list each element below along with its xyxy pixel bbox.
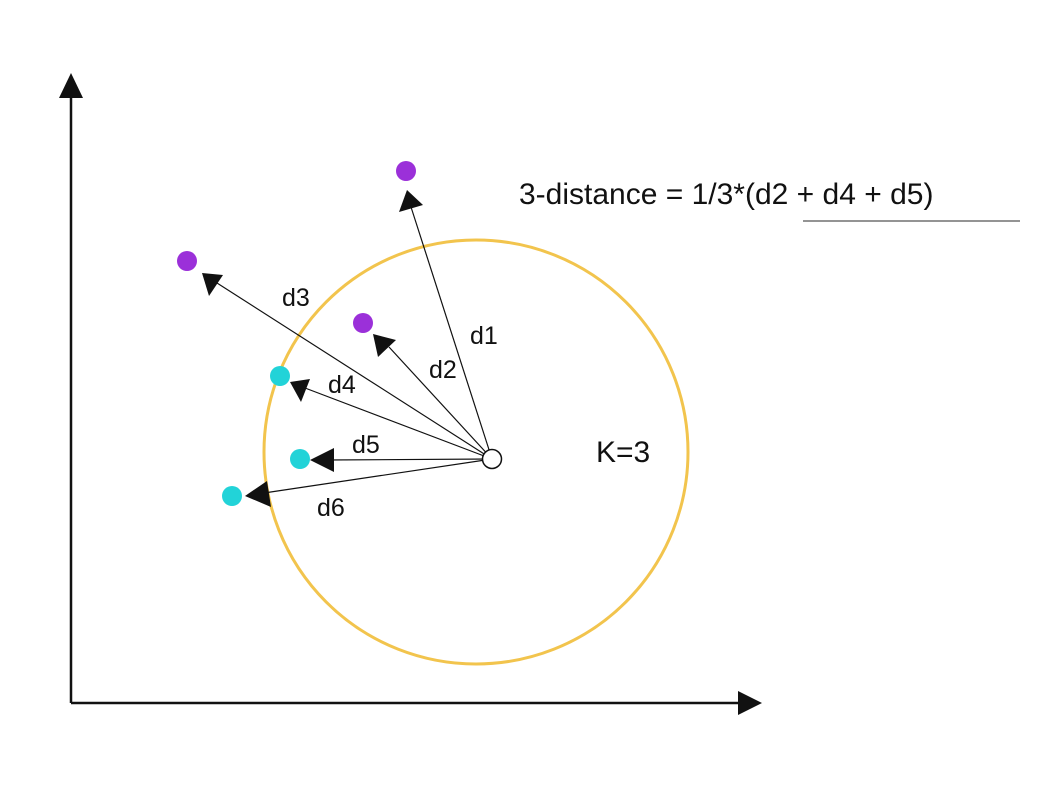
line-d5 — [325, 458, 493, 461]
label-d1: d1 — [470, 322, 498, 350]
arrowhead-d2 — [373, 334, 396, 357]
label-d3: d3 — [282, 284, 310, 312]
line-d2 — [388, 346, 493, 460]
point-purple-d1 — [396, 161, 416, 181]
data-points — [177, 161, 416, 506]
line-d1 — [410, 206, 493, 460]
k-label: K=3 — [596, 436, 650, 469]
x-axis-arrowhead — [738, 691, 762, 715]
point-cyan-d6 — [222, 486, 242, 506]
point-purple-d2 — [353, 313, 373, 333]
distance-labels: d1 d2 d3 d4 d5 d6 — [282, 284, 498, 522]
label-d2: d2 — [429, 356, 457, 384]
line-d6 — [263, 458, 493, 494]
point-cyan-d5 — [290, 449, 310, 469]
arrowhead-d3 — [202, 273, 223, 296]
distance-lines — [202, 190, 493, 507]
arrowhead-d6 — [245, 481, 271, 507]
query-point — [481, 448, 503, 470]
point-purple-d3 — [177, 251, 197, 271]
point-cyan-d4 — [270, 366, 290, 386]
k-neighborhood-circle — [262, 238, 690, 666]
arrowhead-d1 — [399, 190, 423, 212]
y-axis-arrowhead — [59, 73, 83, 98]
arrowhead-d5 — [310, 448, 334, 472]
line-d4 — [304, 387, 493, 460]
label-d4: d4 — [328, 371, 356, 399]
formula-text: 3-distance = 1/3*(d2 + d4 + d5) — [519, 178, 933, 211]
axes — [59, 73, 762, 715]
label-d5: d5 — [352, 431, 380, 459]
line-d3 — [216, 282, 493, 460]
arrowhead-d4 — [290, 379, 310, 402]
label-d6: d6 — [317, 494, 345, 522]
